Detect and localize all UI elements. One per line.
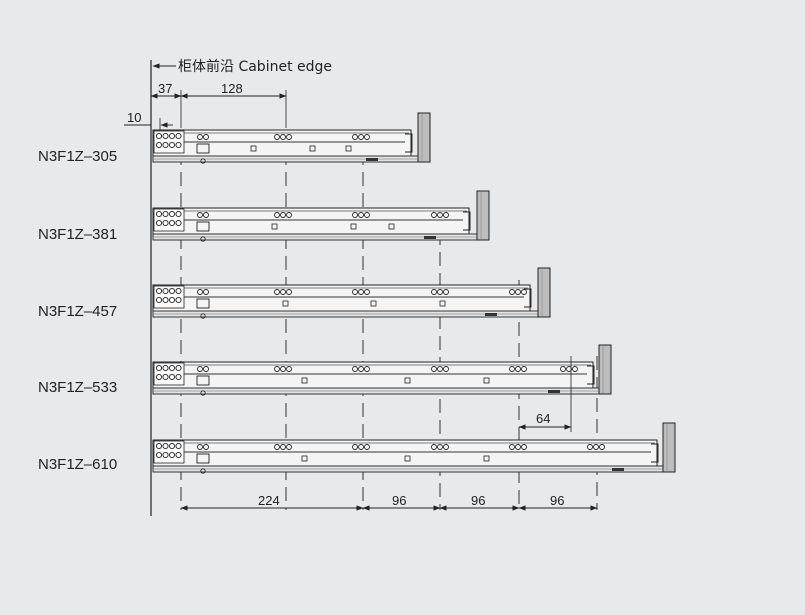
bottom-dimensions: 224 96 96 96 — [180, 493, 598, 511]
drawer-slide-457 — [152, 267, 551, 319]
dimension-96-text-2: 96 — [471, 493, 485, 508]
drawer-slide-305 — [152, 112, 431, 164]
drawer-slide-381 — [152, 190, 490, 242]
model-label-457: N3F1Z–457 — [38, 303, 117, 320]
cabinet-edge-label: 柜体前沿 Cabinet edge — [152, 58, 332, 75]
drawer-slide-533 — [152, 344, 612, 396]
model-label-305: N3F1Z–305 — [38, 148, 117, 165]
cabinet-edge-text: 柜体前沿 Cabinet edge — [178, 58, 332, 75]
dimension-64: 64 — [518, 356, 572, 432]
dimension-128-text: 128 — [221, 81, 243, 96]
top-dimension-37: 37 — [150, 81, 182, 128]
model-label-381: N3F1Z–381 — [38, 226, 117, 243]
dimension-224-text: 224 — [258, 493, 280, 508]
drawer-slide-610 — [152, 422, 676, 474]
dimension-10-text: 10 — [127, 110, 141, 125]
model-label-533: N3F1Z–533 — [38, 379, 117, 396]
dimension-64-text: 64 — [536, 411, 550, 426]
top-dimension-10: 10 — [124, 110, 173, 130]
top-dimension-128: 128 — [180, 81, 287, 128]
dimension-96-text-3: 96 — [550, 493, 564, 508]
dimension-37-text: 37 — [158, 81, 172, 96]
model-label-610: N3F1Z–610 — [38, 456, 117, 473]
dimension-96-text-1: 96 — [392, 493, 406, 508]
